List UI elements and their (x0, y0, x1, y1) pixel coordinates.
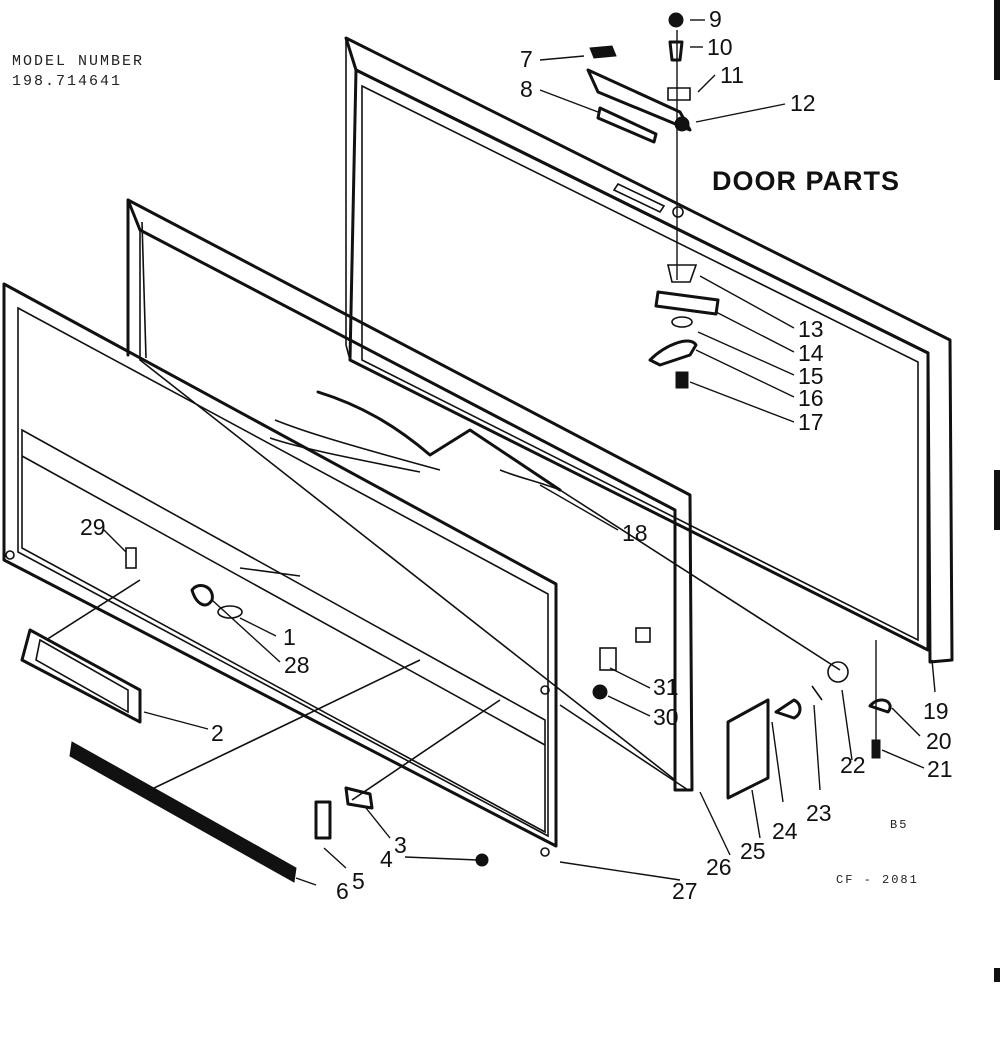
leader-lines (45, 19, 936, 886)
handle-bar (269, 390, 562, 492)
drawing-code: CF - 2081 (836, 873, 919, 887)
sheet-code: B5 (890, 818, 909, 832)
part-label-12: 12 (790, 90, 816, 116)
scan-edge-mark-top (994, 0, 1000, 80)
toe-grille (69, 741, 297, 883)
model-number-label: MODEL NUMBER (12, 53, 145, 70)
part-label-29: 29 (80, 514, 106, 540)
part-label-9: 9 (709, 6, 722, 32)
part-label-8: 8 (520, 76, 533, 102)
lower-hinge-parts (592, 627, 892, 800)
part-label-21: 21 (927, 756, 953, 782)
top-hinge-assembly (586, 12, 692, 144)
part-label-24: 24 (772, 818, 798, 844)
part-label-28: 28 (284, 652, 310, 678)
model-number-value: 198.714641 (12, 73, 123, 90)
part-label-14: 14 (798, 340, 824, 366)
part-label-4: 4 (380, 846, 393, 872)
part-label-18: 18 (622, 520, 648, 546)
part-label-7: 7 (520, 46, 533, 72)
scan-edge-mark-middle (994, 470, 1000, 530)
part-label-27: 27 (672, 878, 698, 904)
part-label-13: 13 (798, 316, 824, 342)
part-label-3: 3 (394, 832, 407, 858)
bottom-hinge-assembly (648, 264, 720, 389)
part-label-23: 23 (806, 800, 832, 826)
part-label-6: 6 (336, 878, 349, 904)
part-label-17: 17 (798, 409, 824, 435)
part-label-22: 22 (840, 752, 866, 778)
part-label-1: 1 (283, 624, 296, 650)
hinge-rod (559, 489, 841, 671)
switch-housing (20, 628, 142, 724)
outer-door-shell (344, 36, 954, 664)
part-label-11: 11 (720, 62, 744, 88)
part-label-2: 2 (211, 720, 224, 746)
part-label-26: 26 (706, 854, 732, 880)
diagram-title: DOOR PARTS (712, 166, 901, 196)
part-label-5: 5 (352, 868, 365, 894)
part-label-10: 10 (707, 34, 733, 60)
part-label-19: 19 (923, 698, 949, 724)
part-label-30: 30 (653, 704, 679, 730)
latch-parts (314, 786, 489, 867)
part-label-25: 25 (740, 838, 766, 864)
part-label-15: 15 (798, 363, 824, 389)
door-liner-panel (2, 282, 558, 857)
door-stop-parts (125, 547, 301, 619)
hinge-bushing (827, 661, 849, 683)
part-label-16: 16 (798, 385, 824, 411)
part-label-20: 20 (926, 728, 952, 754)
part-label-31: 31 (653, 674, 679, 700)
scan-edge-mark-bottom (994, 968, 1000, 982)
door-gasket (126, 198, 694, 792)
